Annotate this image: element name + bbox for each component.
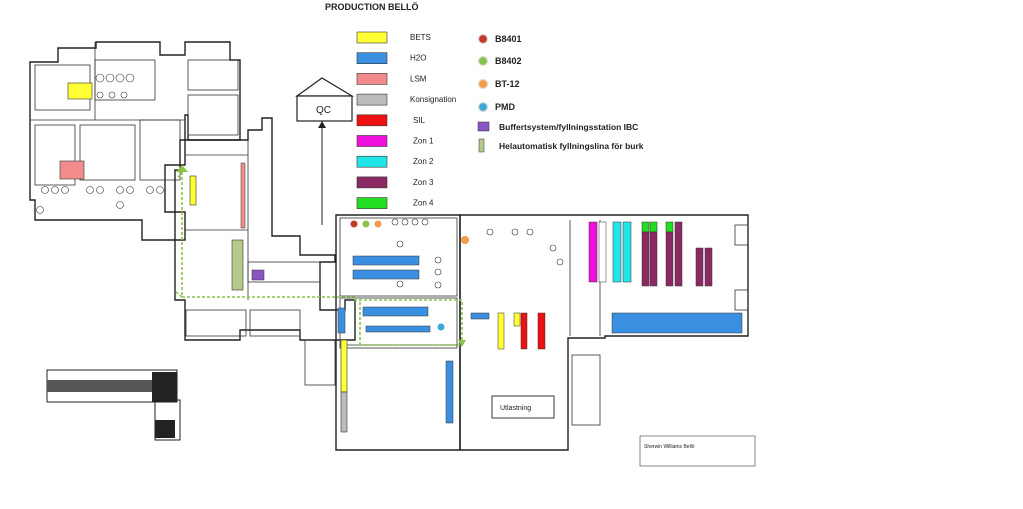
marker-bar-icon (478, 138, 485, 153)
right-building: Utlastning (459, 214, 749, 451)
legend-label: PMD (495, 102, 516, 112)
point-legend-item: BT-12 (477, 78, 520, 90)
mini-plan (46, 369, 181, 441)
point-legend-item: PMD (477, 101, 516, 113)
point-legend-item: Buffertsystem/fyllningsstation IBC (477, 121, 638, 132)
area-legend-item: Zon 2 (356, 155, 434, 168)
qc-silo: QC (295, 77, 355, 225)
legend-label: H2O (410, 54, 426, 63)
legend-label: Buffertsystem/fyllningsstation IBC (499, 122, 638, 132)
marker-dot-icon (477, 78, 489, 90)
legend-swatch (356, 52, 388, 65)
legend-label: SIL (413, 116, 426, 125)
legend-swatch (356, 31, 388, 44)
legend-label: B8402 (495, 56, 522, 66)
legend-swatch (356, 93, 388, 106)
legend-label: BT-12 (495, 79, 520, 89)
marker-square-icon (477, 121, 490, 132)
point-legend-item: B8401 (477, 33, 522, 45)
middle-section (174, 117, 356, 341)
legend-label: Zon 4 (413, 199, 434, 208)
point-legend-item: B8402 (477, 55, 522, 67)
marker-dot-icon (477, 55, 489, 67)
legend-label: LSM (410, 74, 427, 83)
page-title: PRODUCTION BELLÖ (325, 2, 419, 12)
area-legend-item: Konsignation (356, 93, 456, 106)
signature-box: Sherwin Williams Bellö (639, 435, 756, 467)
left-building (29, 41, 241, 241)
legend-swatch (356, 114, 388, 127)
area-legend-item: LSM (356, 73, 427, 85)
point-legend-item: Helautomatisk fyllningslina för burk (478, 138, 644, 153)
marker-dot-icon (477, 33, 489, 45)
area-legend-item: Zon 4 (356, 197, 434, 209)
lower-center-building (304, 214, 461, 451)
transport-route (175, 165, 466, 347)
qc-label: QC (316, 105, 331, 116)
area-legend-item: H2O (356, 52, 426, 65)
area-legend-item: SIL (356, 114, 426, 127)
legend-label: BETS (410, 33, 431, 42)
legend-label: Zon 3 (413, 178, 434, 187)
signature-text: Sherwin Williams Bellö (644, 444, 695, 450)
utlastning-label: Utlastning (500, 405, 531, 412)
legend-swatch (356, 176, 388, 189)
legend-swatch (356, 135, 388, 147)
legend-label: Helautomatisk fyllningslina för burk (499, 141, 644, 151)
area-legend-item: Zon 3 (356, 176, 434, 189)
legend-label: Konsignation (410, 95, 456, 104)
legend-swatch (356, 73, 388, 85)
area-legend-item: Zon 1 (356, 135, 434, 147)
legend-label: Zon 2 (413, 157, 434, 166)
legend-swatch (356, 155, 388, 168)
legend-swatch (356, 197, 388, 209)
marker-dot-icon (477, 101, 489, 113)
legend-label: B8401 (495, 34, 522, 44)
area-legend-item: BETS (356, 31, 431, 44)
legend-label: Zon 1 (413, 137, 434, 146)
